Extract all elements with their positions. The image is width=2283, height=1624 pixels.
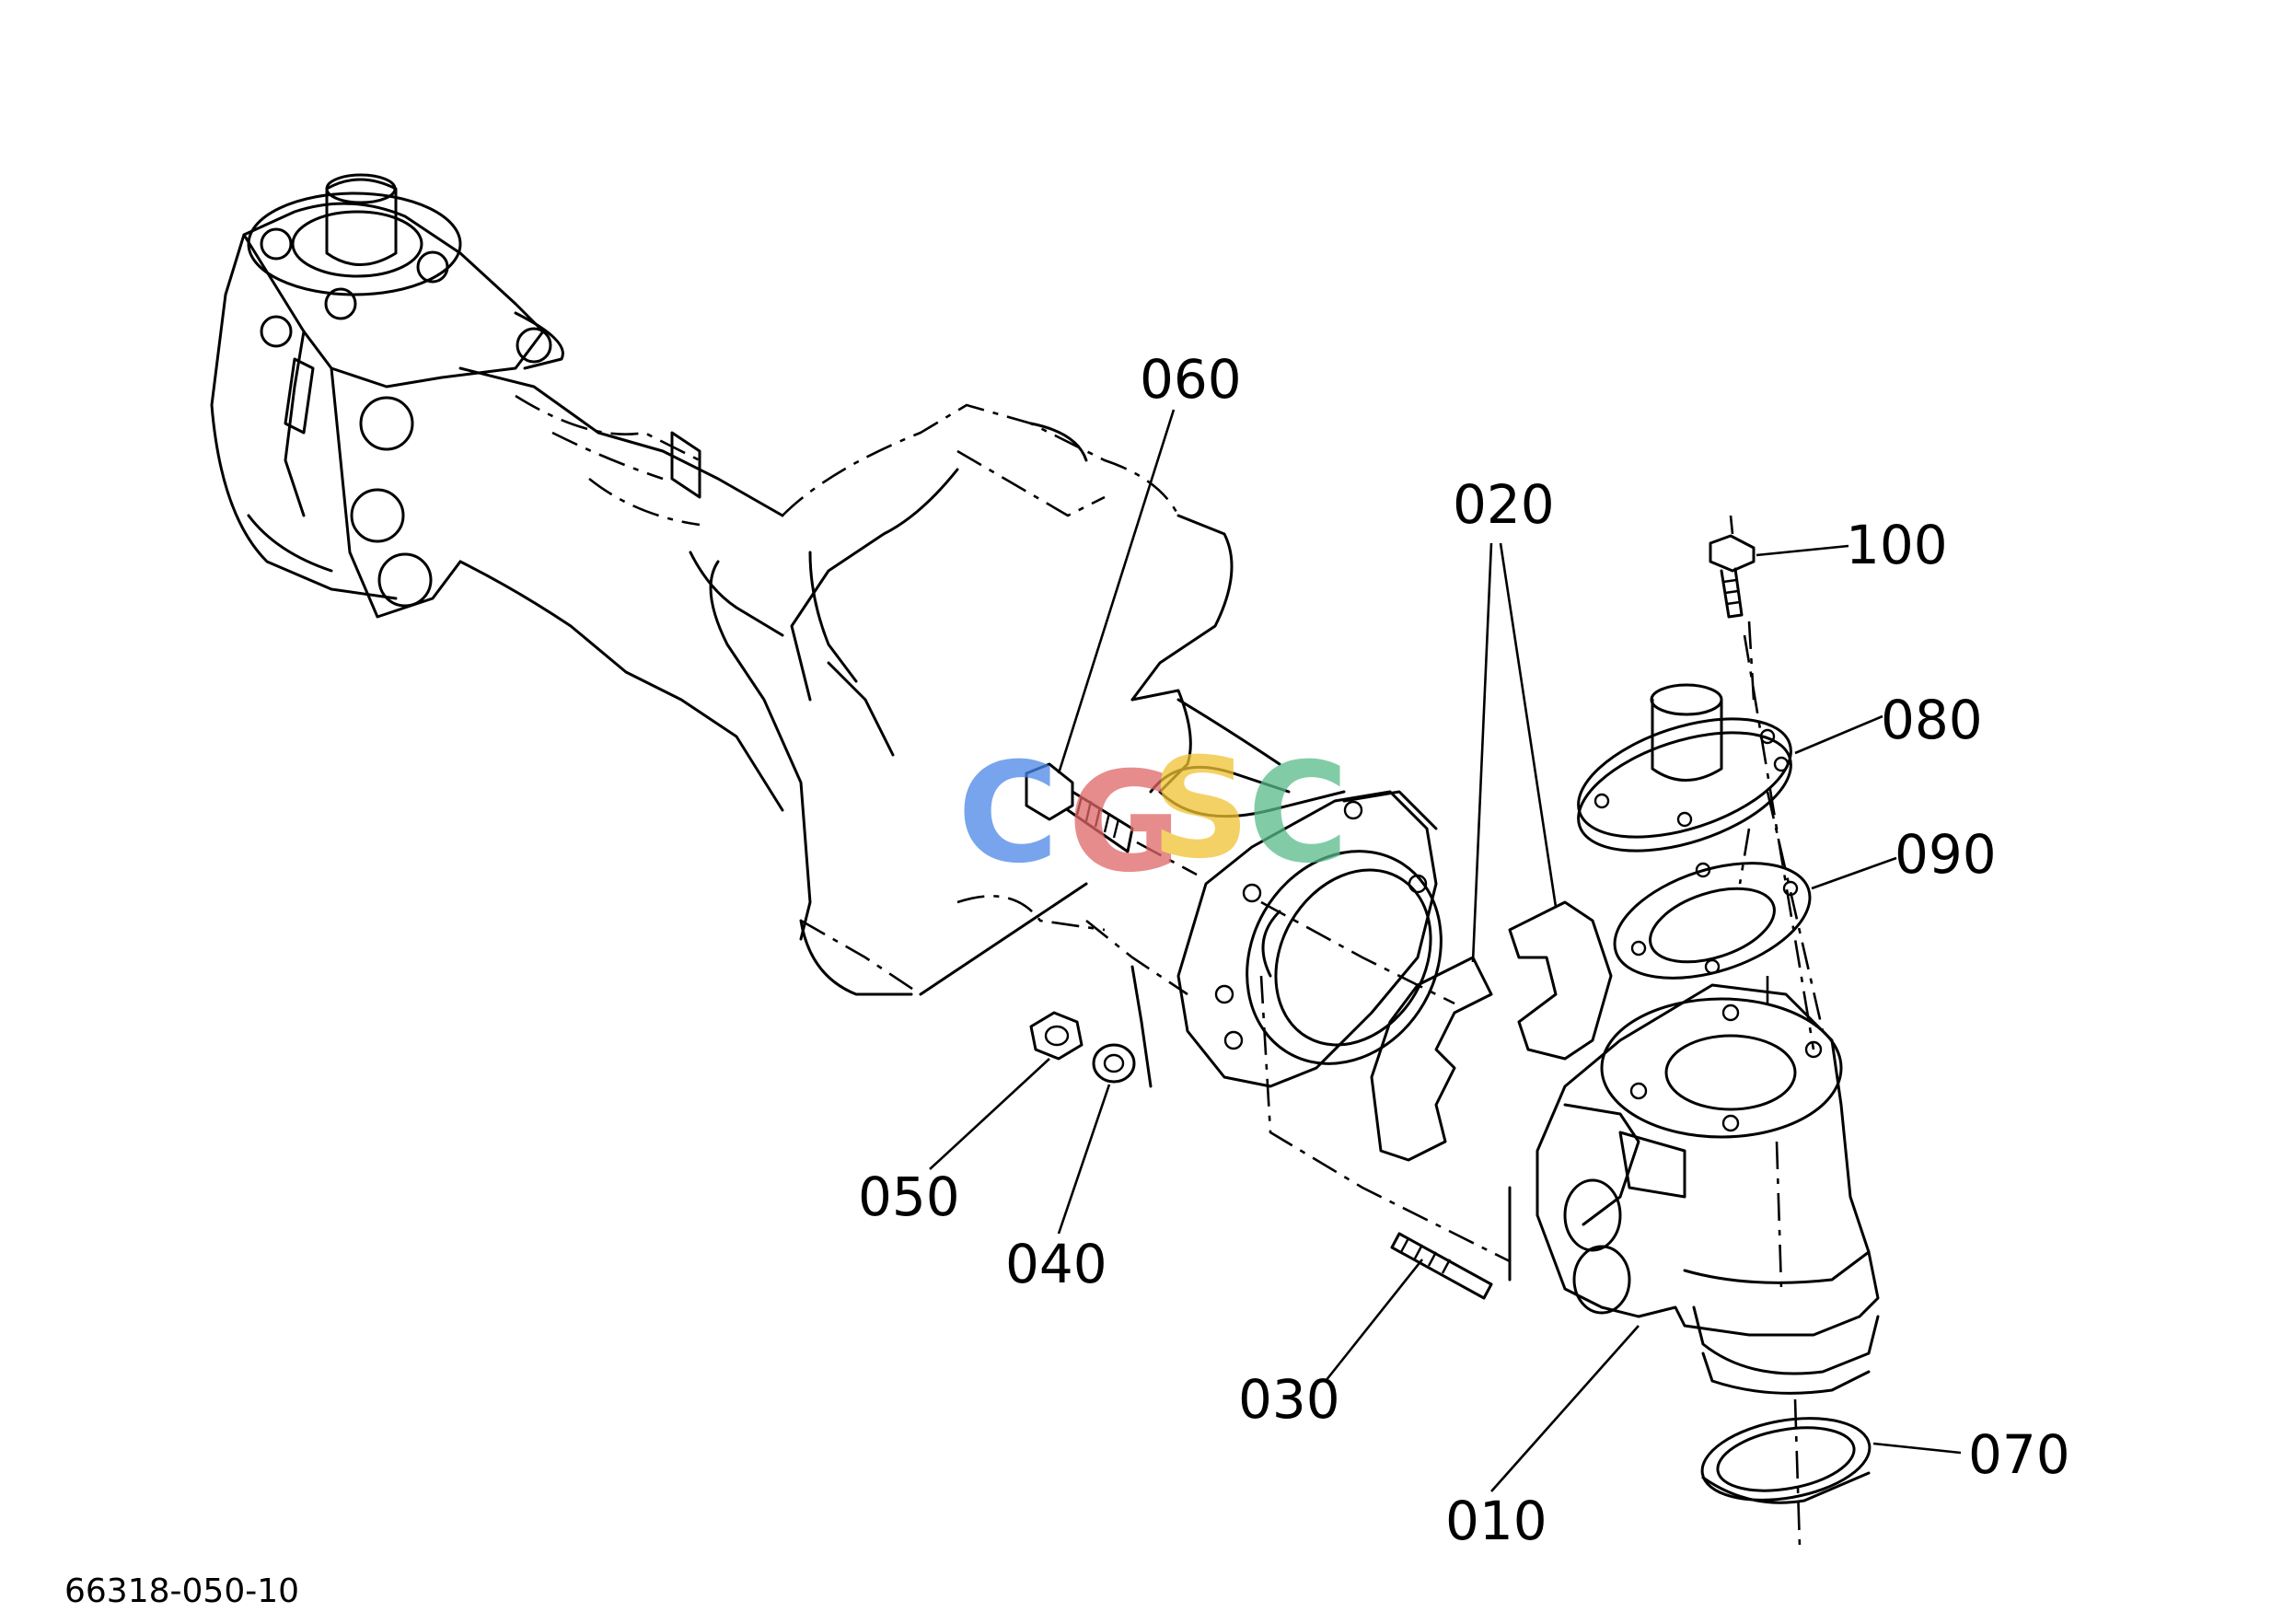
part-label-060: 060 — [1140, 348, 1242, 411]
part-label-030: 030 — [1238, 1368, 1340, 1431]
knuckle-housing-010-drawing — [1536, 983, 1880, 1395]
assembly-axis-line — [1738, 621, 1783, 1290]
axle-housing-drawing — [210, 173, 1512, 1282]
part-label-010: 010 — [1445, 1490, 1547, 1552]
bolt-060-drawing — [1025, 762, 1198, 876]
part-label-080: 080 — [1881, 689, 1983, 751]
gasket-020-drawing — [1370, 900, 1613, 1162]
part-label-020: 020 — [1453, 473, 1555, 536]
part-label-100: 100 — [1846, 514, 1948, 576]
gasket-090-drawing — [1613, 862, 1812, 980]
stud-030-drawing — [1390, 1232, 1493, 1300]
part-label-040: 040 — [1005, 1233, 1107, 1295]
watermark-letter-s: S — [1151, 729, 1250, 889]
nut-050-drawing — [1029, 1011, 1084, 1061]
part-label-070: 070 — [1968, 1423, 2070, 1486]
flange-080-drawing — [1577, 683, 1792, 853]
leader-lines — [929, 409, 1962, 1492]
seal-070-drawing — [1700, 1398, 1872, 1548]
watermark-letter-c1: C — [957, 734, 1059, 894]
assembly-axis-line — [1743, 634, 1825, 1050]
part-label-050: 050 — [858, 1166, 960, 1228]
drawing-code: 66318-050-10 — [64, 1572, 299, 1610]
bolt-100-drawing — [1709, 515, 1756, 619]
washer-040-drawing — [1092, 1043, 1136, 1084]
flange-plate-drawing — [1176, 790, 1443, 1088]
part-label-090: 090 — [1895, 823, 1997, 886]
watermark-logo: C G S C — [957, 729, 1349, 903]
watermark-letter-g: G — [1068, 743, 1181, 903]
watermark-letter-c2: C — [1247, 734, 1349, 894]
